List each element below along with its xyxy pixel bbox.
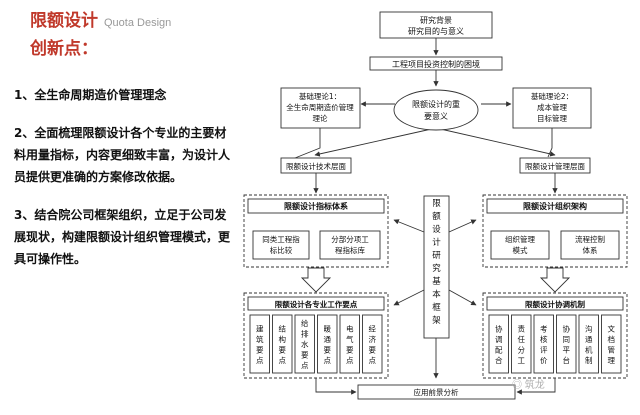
application-box: 应用前景分析 — [357, 384, 516, 400]
org-item-1-line2: 模式 — [513, 245, 528, 255]
point-2: 2、全面梳理限额设计各个专业的主要材料用量指标，内容更细致丰富，为设计人员提供更… — [14, 126, 231, 184]
work-point-cell: 结构要点 — [272, 314, 293, 374]
background-line1: 研究背景 — [420, 15, 452, 25]
coord-group: 限额设计协调机制 协调配合 责任分工 考核评价 协同平台 沟通机制 文档管理 — [482, 292, 628, 379]
org-structure-group: 限额设计组织架构 组织管理 模式 流程控制 体系 — [482, 194, 628, 268]
background-box: 研究背景 研究目的与意义 — [379, 11, 493, 39]
work-point-label: 给排水要点 — [301, 318, 309, 370]
org-item-2-line1: 流程控制 — [575, 234, 605, 244]
tech-level-label: 限额设计技术层面 — [286, 161, 346, 171]
background-line2: 研究目的与意义 — [408, 26, 464, 36]
status-label: 工程项目投资控制的困境 — [392, 59, 480, 69]
org-structure-title: 限额设计组织架构 — [523, 201, 587, 211]
work-point-label: 结构要点 — [279, 323, 287, 365]
work-point-cell: 建筑要点 — [249, 314, 270, 374]
coord-item-label: 协同平台 — [563, 323, 571, 365]
point-3: 3、结合院公司框架组织，立足于公司发展现状，构建限额设计组织管理模式，更具可操作… — [14, 208, 231, 266]
indicator-system-title: 限额设计指标体系 — [284, 201, 348, 211]
framework-box: 限额设计研究基本框架 — [423, 195, 450, 339]
tech-level-box: 限额设计技术层面 — [280, 157, 352, 174]
application-label: 应用前景分析 — [414, 387, 459, 397]
coord-item-label: 考核评价 — [540, 324, 548, 365]
theory1-line1: 基础理论1： — [299, 91, 341, 101]
innovation-points: 1、全生命周期造价管理理念 2、全面梳理限额设计各个专业的主要材料用量指标，内容… — [14, 84, 236, 286]
title-english: Quota Design — [104, 17, 172, 29]
indicator-item-2-line2: 程指标库 — [335, 245, 365, 255]
coord-item-label: 责任分工 — [518, 323, 526, 365]
title-line1: 限额设计 — [30, 11, 98, 31]
work-point-label: 电气要点 — [346, 323, 354, 365]
work-point-cell: 给排水要点 — [294, 314, 315, 374]
ellipse-line2: 要意义 — [424, 111, 448, 121]
coord-item-cell: 沟通机制 — [578, 314, 599, 374]
slide-title: 限额设计 Quota Design 创新点： — [30, 8, 171, 62]
work-points-title: 限额设计各专业工作要点 — [275, 299, 358, 309]
theory1-line3: 理论 — [313, 113, 328, 123]
title-line2: 创新点： — [30, 39, 98, 59]
status-box: 工程项目投资控制的困境 — [369, 56, 503, 71]
theory2-line3: 目标管理 — [537, 113, 567, 123]
theory2-box: 基础理论2： 成本管理 目标管理 — [512, 87, 592, 129]
indicator-item-1-line1: 同类工程指 — [262, 234, 300, 244]
coord-title: 限额设计协调机制 — [525, 299, 585, 309]
work-point-cell: 电气要点 — [339, 314, 360, 374]
coord-item-cell: 协同平台 — [556, 314, 577, 374]
org-item-1-line1: 组织管理 — [505, 234, 535, 244]
org-item-2-line2: 体系 — [583, 245, 598, 255]
indicator-item-2-line1: 分部分项工 — [331, 234, 369, 244]
work-point-label: 暖通要点 — [324, 324, 332, 365]
watermark: ◎ 筑龙 — [512, 380, 545, 391]
work-point-cell: 暖通要点 — [317, 314, 338, 374]
indicator-system-group: 限额设计指标体系 同类工程指 标比较 分部分项工 程指标库 — [243, 194, 389, 268]
ellipse-line1: 限额设计的重 — [412, 99, 460, 109]
coord-item-cell: 责任分工 — [511, 314, 532, 374]
coord-item-cell: 协调配合 — [488, 314, 509, 374]
indicator-item-1-line2: 标比较 — [270, 245, 293, 255]
theory2-line2: 成本管理 — [537, 102, 567, 112]
theory2-line1: 基础理论2： — [531, 91, 573, 101]
coord-item-label: 文档管理 — [608, 323, 616, 365]
work-points-group: 限额设计各专业工作要点 建筑要点 结构要点 给排水要点 暖通要点 电气要点 经济要点 — [243, 292, 389, 379]
coord-item-cell: 文档管理 — [601, 314, 622, 374]
work-point-cell: 经济要点 — [362, 314, 383, 374]
org-level-box: 限额设计管理层面 — [519, 157, 591, 174]
theory1-box: 基础理论1： 全生命周期造价管理 理论 — [280, 87, 361, 129]
coord-item-label: 协调配合 — [495, 323, 503, 365]
framework-label: 限额设计研究基本框架 — [432, 199, 441, 326]
coord-item-label: 沟通机制 — [585, 323, 593, 365]
significance-ellipse: 限额设计的重 要意义 — [393, 89, 479, 131]
coord-item-cell: 考核评价 — [533, 314, 554, 374]
work-point-label: 建筑要点 — [256, 323, 264, 365]
point-1: 1、全生命周期造价管理理念 — [14, 88, 167, 102]
theory1-line2: 全生命周期造价管理 — [286, 102, 354, 112]
org-level-label: 限额设计管理层面 — [525, 161, 585, 171]
work-point-label: 经济要点 — [369, 323, 377, 365]
